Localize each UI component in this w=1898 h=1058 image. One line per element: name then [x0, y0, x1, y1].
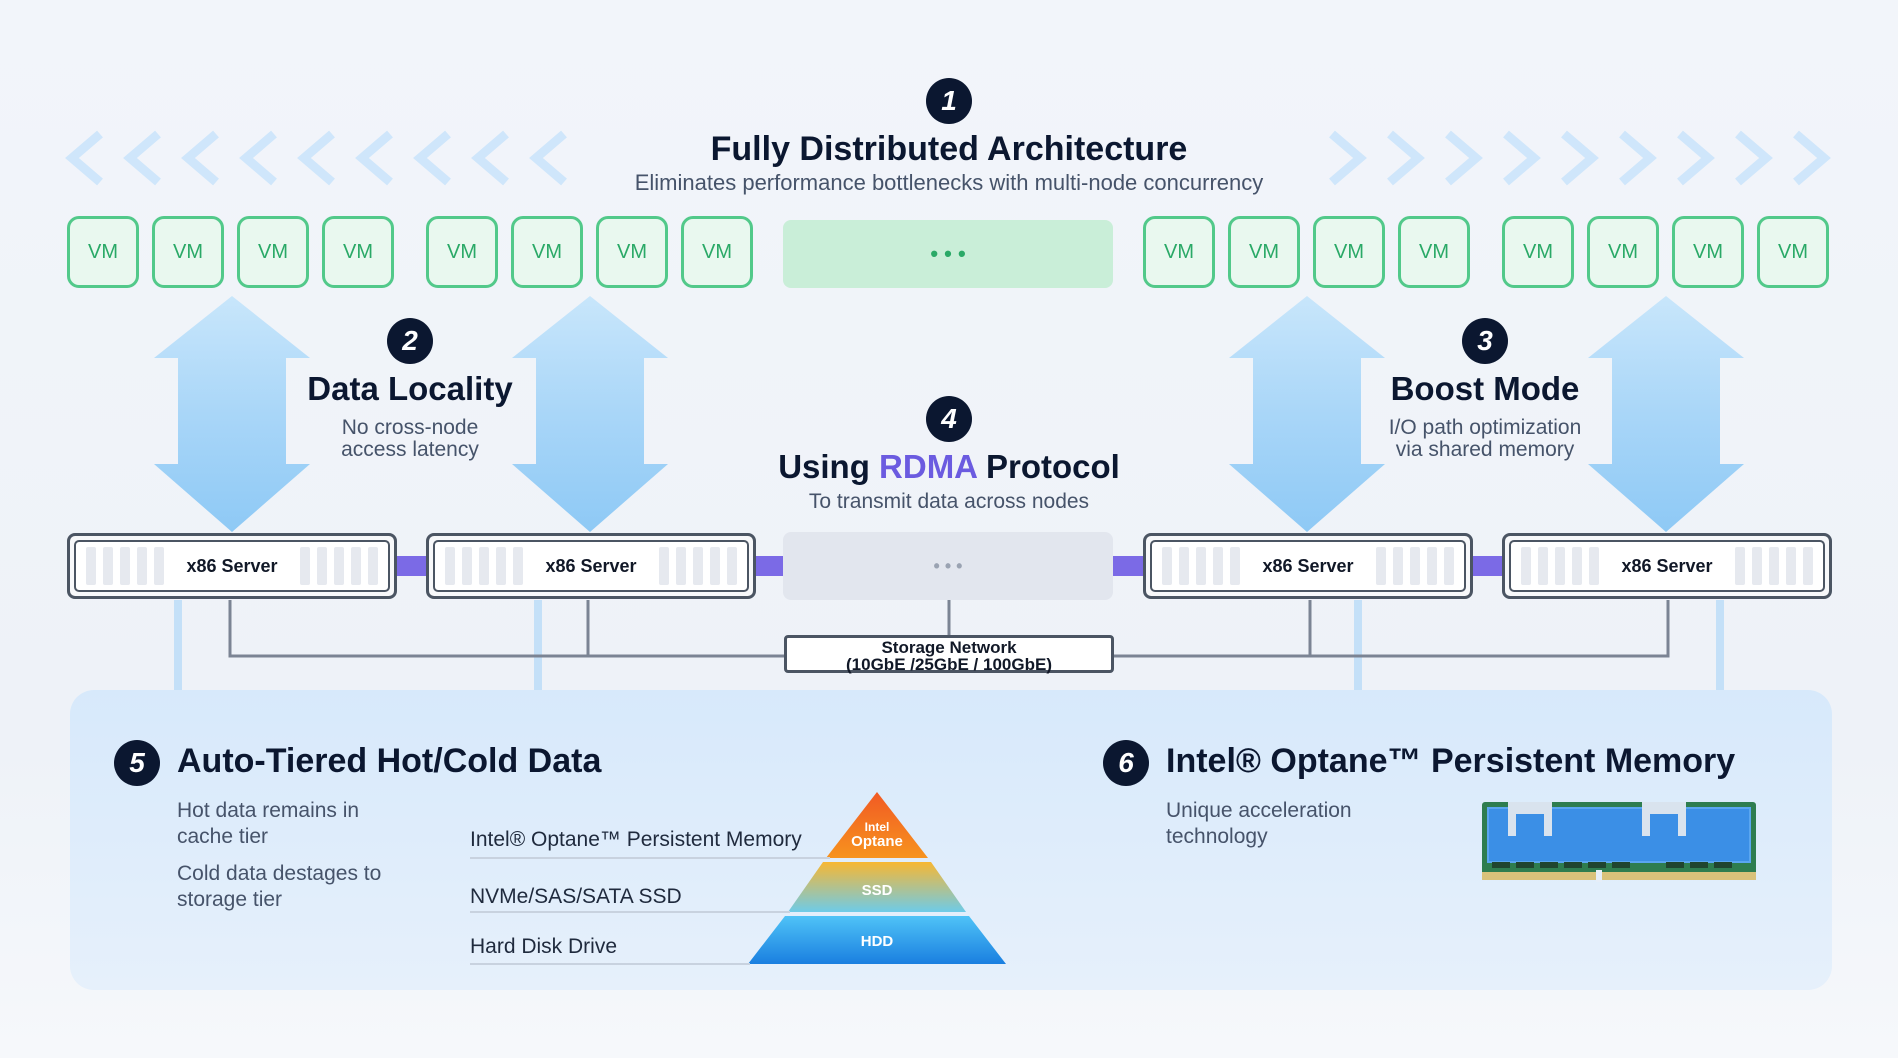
pyramid-bot-label: HDD [860, 933, 894, 950]
boost-mode-title: Boost Mode [1390, 370, 1580, 407]
tier-divider [470, 857, 830, 859]
server-label: x86 Server [1621, 555, 1713, 576]
server-label: x86 Server [186, 555, 278, 576]
server-node: x86 Server [426, 533, 756, 599]
data-locality-line2: access latency [341, 438, 479, 461]
vm-box: VM [596, 216, 668, 288]
boost-mode-line1: I/O path optimization [1388, 416, 1582, 439]
rdma-title: Using RDMA Protocol [0, 448, 1898, 486]
server-label: x86 Server [1262, 555, 1354, 576]
tier-label-hdd: Hard Disk Drive [470, 935, 618, 958]
rdma-title-post: Protocol [976, 448, 1120, 485]
badge-5: 5 [114, 740, 160, 786]
rdma-links [396, 556, 1502, 576]
tiered-title: Auto-Tiered Hot/Cold Data [177, 742, 602, 780]
storage-network-label: Storage Network [881, 638, 1017, 657]
badge-3: 3 [1462, 318, 1508, 364]
optane-line1: Unique acceleration [1166, 799, 1352, 822]
optane-line2: technology [1166, 825, 1268, 848]
badge-1: 1 [926, 78, 972, 124]
pyramid-top-label1: Intel [864, 820, 890, 834]
badge-2: 2 [387, 318, 433, 364]
vm-ellipsis: • • • [783, 220, 1113, 288]
vm-box: VM [511, 216, 583, 288]
rdma-highlight: RDMA [879, 448, 977, 485]
badge-6: 6 [1103, 740, 1149, 786]
data-locality-line1: No cross-node [341, 416, 479, 439]
cold-data-line2: storage tier [177, 888, 283, 911]
storage-pyramid-icon [748, 792, 1006, 964]
pyramid-mid-label: SSD [861, 882, 893, 899]
chevrons-left-icon [65, 130, 567, 186]
vm-box: VM [1143, 216, 1215, 288]
hot-data-line2: cache tier [177, 825, 269, 848]
memory-module-icon [1482, 802, 1756, 882]
drive-bays-icon [1735, 547, 1813, 585]
bottom-panel [70, 690, 1832, 990]
vm-box: VM [1587, 216, 1659, 288]
vm-box: VM [1672, 216, 1744, 288]
vm-box: VM [681, 216, 753, 288]
tier-label-optane: Intel® Optane™ Persistent Memory [470, 828, 802, 851]
server-node: x86 Server [1143, 533, 1473, 599]
vm-box: VM [152, 216, 224, 288]
vm-box: VM [1757, 216, 1829, 288]
storage-network-lines [228, 600, 1670, 658]
storage-network-switch: Storage Network (10GbE /25GbE / 100GbE) [784, 635, 1114, 673]
vm-box: VM [67, 216, 139, 288]
page-subtitle: Eliminates performance bottlenecks with … [634, 170, 1264, 195]
hot-data-line1: Hot data remains in [177, 799, 360, 822]
drive-bays-icon [445, 547, 523, 585]
cold-data-line1: Cold data destages to [177, 862, 382, 885]
badge-4: 4 [926, 396, 972, 442]
drive-bays-icon [300, 547, 378, 585]
drive-bays-icon [659, 547, 737, 585]
vm-box: VM [1502, 216, 1574, 288]
drive-bays-icon [86, 547, 164, 585]
rdma-subtitle: To transmit data across nodes [808, 490, 1090, 513]
server-ellipsis: • • • [783, 532, 1113, 600]
chevrons-right-icon [1329, 130, 1831, 186]
storage-network-speeds: (10GbE /25GbE / 100GbE) [846, 655, 1052, 674]
cache-links [174, 600, 1724, 690]
drive-bays-icon [1521, 547, 1599, 585]
tier-label-ssd: NVMe/SAS/SATA SSD [470, 885, 682, 908]
vm-box: VM [322, 216, 394, 288]
rdma-title-pre: Using [778, 448, 880, 485]
boost-mode-line2: via shared memory [1395, 438, 1575, 461]
drive-bays-icon [1376, 547, 1454, 585]
tier-divider [470, 963, 750, 965]
double-arrow-icon [154, 296, 1744, 532]
drive-bays-icon [1162, 547, 1240, 585]
optane-title: Intel® Optane™ Persistent Memory [1166, 742, 1736, 780]
server-node: x86 Server [1502, 533, 1832, 599]
page-title: Fully Distributed Architecture [710, 130, 1188, 168]
vm-box: VM [1398, 216, 1470, 288]
server-node: x86 Server [67, 533, 397, 599]
vm-box: VM [1228, 216, 1300, 288]
vm-box: VM [237, 216, 309, 288]
data-locality-title: Data Locality [307, 370, 513, 407]
pyramid-top-label2: Optane [851, 833, 903, 850]
server-label: x86 Server [545, 555, 637, 576]
tier-divider [470, 911, 790, 913]
vm-box: VM [426, 216, 498, 288]
vm-box: VM [1313, 216, 1385, 288]
